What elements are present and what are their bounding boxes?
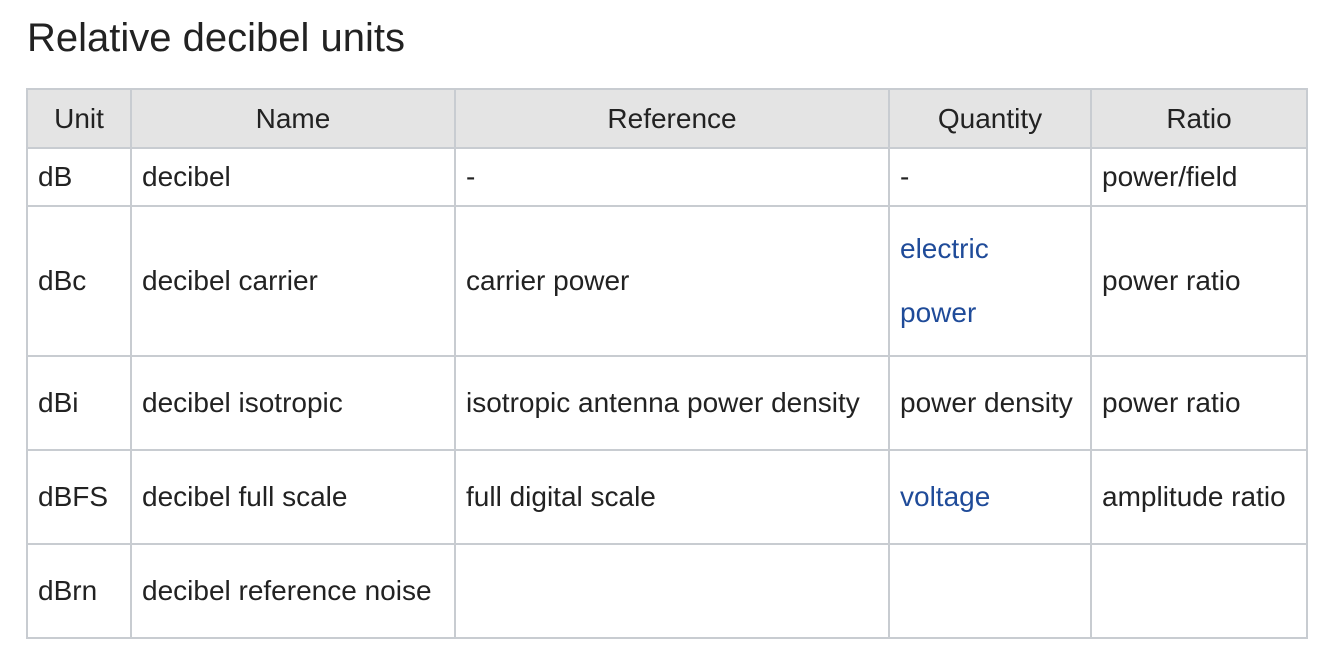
decibel-units-table: Unit Name Reference Quantity Ratio dB de… <box>26 88 1308 639</box>
table-row: dBc decibel carrier carrier power electr… <box>26 205 1308 357</box>
column-header-reference: Reference <box>454 88 890 149</box>
unit-cell: dBrn <box>26 543 132 639</box>
unit-cell: dBFS <box>26 449 132 545</box>
quantity-link-voltage[interactable]: voltage <box>900 481 991 512</box>
reference-cell: carrier power <box>454 205 890 357</box>
unit-cell: dB <box>26 147 132 207</box>
table-header-row: Unit Name Reference Quantity Ratio <box>26 88 1308 149</box>
ratio-cell: power ratio <box>1090 205 1308 357</box>
unit-cell: dBc <box>26 205 132 357</box>
column-header-name: Name <box>130 88 456 149</box>
quantity-link-electric[interactable]: electric <box>900 233 989 264</box>
name-cell: decibel full scale <box>130 449 456 545</box>
table-row: dBrn decibel reference noise <box>26 543 1308 639</box>
name-cell: decibel <box>130 147 456 207</box>
quantity-cell: electric power <box>888 205 1092 357</box>
name-cell: decibel carrier <box>130 205 456 357</box>
column-header-quantity: Quantity <box>888 88 1092 149</box>
quantity-link-list: electric power <box>900 231 1080 331</box>
table-row: dB decibel - - power/field <box>26 147 1308 207</box>
ratio-cell: amplitude ratio <box>1090 449 1308 545</box>
page-title: Relative decibel units <box>27 16 405 60</box>
ratio-cell <box>1090 543 1308 639</box>
quantity-cell: voltage <box>888 449 1092 545</box>
column-header-unit: Unit <box>26 88 132 149</box>
table-row: dBi decibel isotropic isotropic antenna … <box>26 355 1308 451</box>
ratio-cell: power/field <box>1090 147 1308 207</box>
ratio-cell: power ratio <box>1090 355 1308 451</box>
column-header-ratio: Ratio <box>1090 88 1308 149</box>
quantity-cell: - <box>888 147 1092 207</box>
table-row: dBFS decibel full scale full digital sca… <box>26 449 1308 545</box>
reference-cell: full digital scale <box>454 449 890 545</box>
quantity-link-power[interactable]: power <box>900 297 977 328</box>
name-cell: decibel isotropic <box>130 355 456 451</box>
quantity-cell: power density <box>888 355 1092 451</box>
name-cell: decibel reference noise <box>130 543 456 639</box>
quantity-cell <box>888 543 1092 639</box>
reference-cell: - <box>454 147 890 207</box>
reference-cell <box>454 543 890 639</box>
reference-cell: isotropic antenna power density <box>454 355 890 451</box>
unit-cell: dBi <box>26 355 132 451</box>
